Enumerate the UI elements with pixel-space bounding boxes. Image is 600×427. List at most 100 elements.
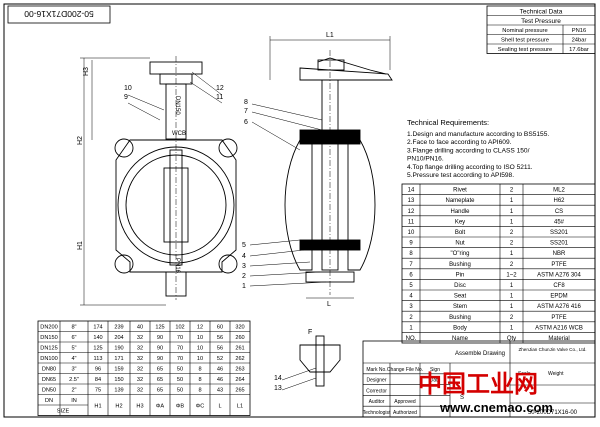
dim-cell: 102 (175, 325, 184, 331)
titleblock-sheet: S (460, 395, 464, 401)
top-title-text: 50-200D71X16-00 (24, 9, 94, 19)
part-qty: 1 (510, 283, 514, 289)
callout-2: 2 (242, 273, 246, 280)
callout-4: 4 (242, 253, 246, 260)
titleblock-change-file: Change File No. (387, 367, 423, 373)
dim-cell: 125 (93, 346, 102, 352)
handle (299, 67, 393, 81)
part-material: 45# (554, 219, 565, 225)
front-view (80, 56, 238, 306)
part-material: PTFE (551, 262, 566, 268)
dim-cell: DN100 (40, 356, 57, 362)
dim-cell: 8 (198, 367, 201, 373)
dim-l1: L1 (326, 32, 334, 39)
titleblock-authorized: Authorized (393, 410, 417, 416)
dim-l: L (327, 301, 331, 308)
watermark-cn: 中国工业网 (418, 371, 538, 398)
dim-header: H3 (136, 403, 143, 409)
part-name: Key (455, 219, 465, 225)
dim-cell: 32 (137, 367, 143, 373)
dim-header: H1 (94, 403, 101, 409)
titleblock-row-label: Designer (366, 378, 386, 384)
dim-h1: H1 (77, 241, 84, 250)
technical-data-value: 17.6bar (569, 47, 589, 53)
dim-header: ΦC (196, 403, 205, 409)
dim-cell: DN125 (40, 346, 57, 352)
titleblock-sign: Sign (430, 367, 440, 373)
dim-cell: 65 (157, 367, 163, 373)
dim-cell: 8 (198, 388, 201, 394)
part-qty: 2 (510, 315, 514, 321)
disc-outline (125, 154, 227, 256)
dim-cell: 6" (71, 335, 76, 341)
dim-cell: 10 (197, 335, 203, 341)
requirement-line: 3.Flange drilling according to CLASS 150… (407, 147, 530, 154)
part-no: 10 (408, 230, 415, 236)
technical-data-title: Technical Data (520, 9, 563, 16)
dim-cell: 239 (114, 325, 123, 331)
requirements-title: Technical Requirements: (407, 118, 489, 127)
dim-cell: 40 (137, 325, 143, 331)
dim-cell: 50 (177, 388, 183, 394)
dim-cell: 90 (157, 335, 163, 341)
part-name: Nameplate (445, 198, 475, 204)
dim-cell: 3" (71, 367, 76, 373)
dim-cell: 159 (114, 367, 123, 373)
part-name: Handle (450, 209, 470, 215)
requirement-line: 2.Face to face according to API609. (407, 139, 512, 146)
dim-cell: 65 (157, 377, 163, 383)
part-name: Disc (454, 283, 466, 289)
part-material: EPDM (550, 294, 567, 300)
dim-cell: DN50 (42, 388, 56, 394)
part-no: 4 (409, 294, 413, 300)
callout-5: 5 (242, 242, 246, 249)
dim-cell: 70 (177, 346, 183, 352)
part-material: ASTM A276 416 (537, 304, 581, 310)
part-material: PTFE (551, 315, 566, 321)
part-name: Bolt (455, 230, 466, 236)
callout-8: 8 (244, 99, 248, 106)
part-no: 11 (408, 219, 415, 225)
titleblock-row-label: Corrector (366, 388, 387, 394)
dim-cell: 10 (197, 346, 203, 352)
dim-cell: 70 (177, 335, 183, 341)
mark-wcb: WCB (172, 131, 186, 137)
dim-cell: 52 (217, 356, 223, 362)
callout-11: 11 (216, 94, 223, 101)
dim-cell: 140 (93, 335, 102, 341)
dim-cell: 125 (155, 325, 164, 331)
part-no: 7 (409, 262, 413, 268)
part-qty: 2 (510, 188, 514, 194)
dim-cell: 65 (157, 388, 163, 394)
dim-cell: 2.5" (69, 377, 79, 383)
dim-cell: 90 (157, 356, 163, 362)
dim-cell: 261 (235, 346, 244, 352)
part-name: Body (453, 325, 467, 331)
part-material: ASTM A276 304 (537, 272, 581, 278)
part-name: Bushing (449, 262, 471, 268)
dim-header: ΦA (156, 403, 164, 409)
part-material: ASTM A216 WCB (535, 325, 583, 331)
dim-cell: 262 (235, 356, 244, 362)
dim-h3: H3 (83, 67, 90, 76)
technical-data-label: Nominal pressure (502, 28, 547, 34)
part-material: CF8 (553, 283, 565, 289)
titleblock-scale: Scale (518, 371, 531, 377)
dim-cell: 84 (95, 377, 101, 383)
detail-view (281, 335, 341, 391)
dim-cell: DN150 (40, 335, 57, 341)
dim-cell: 2" (71, 388, 76, 394)
dim-cell: 46 (217, 367, 223, 373)
dim-cell: 60 (217, 325, 223, 331)
dim-cell: 32 (137, 388, 143, 394)
dim-cell: 190 (114, 346, 123, 352)
dim-cell: 56 (217, 335, 223, 341)
callout-12: 12 (216, 85, 224, 92)
dim-cell: 46 (217, 377, 223, 383)
part-no: 8 (409, 251, 413, 257)
part-name: Seat (454, 294, 467, 300)
dim-cell: 139 (114, 388, 123, 394)
dim-cell: DN80 (42, 367, 56, 373)
